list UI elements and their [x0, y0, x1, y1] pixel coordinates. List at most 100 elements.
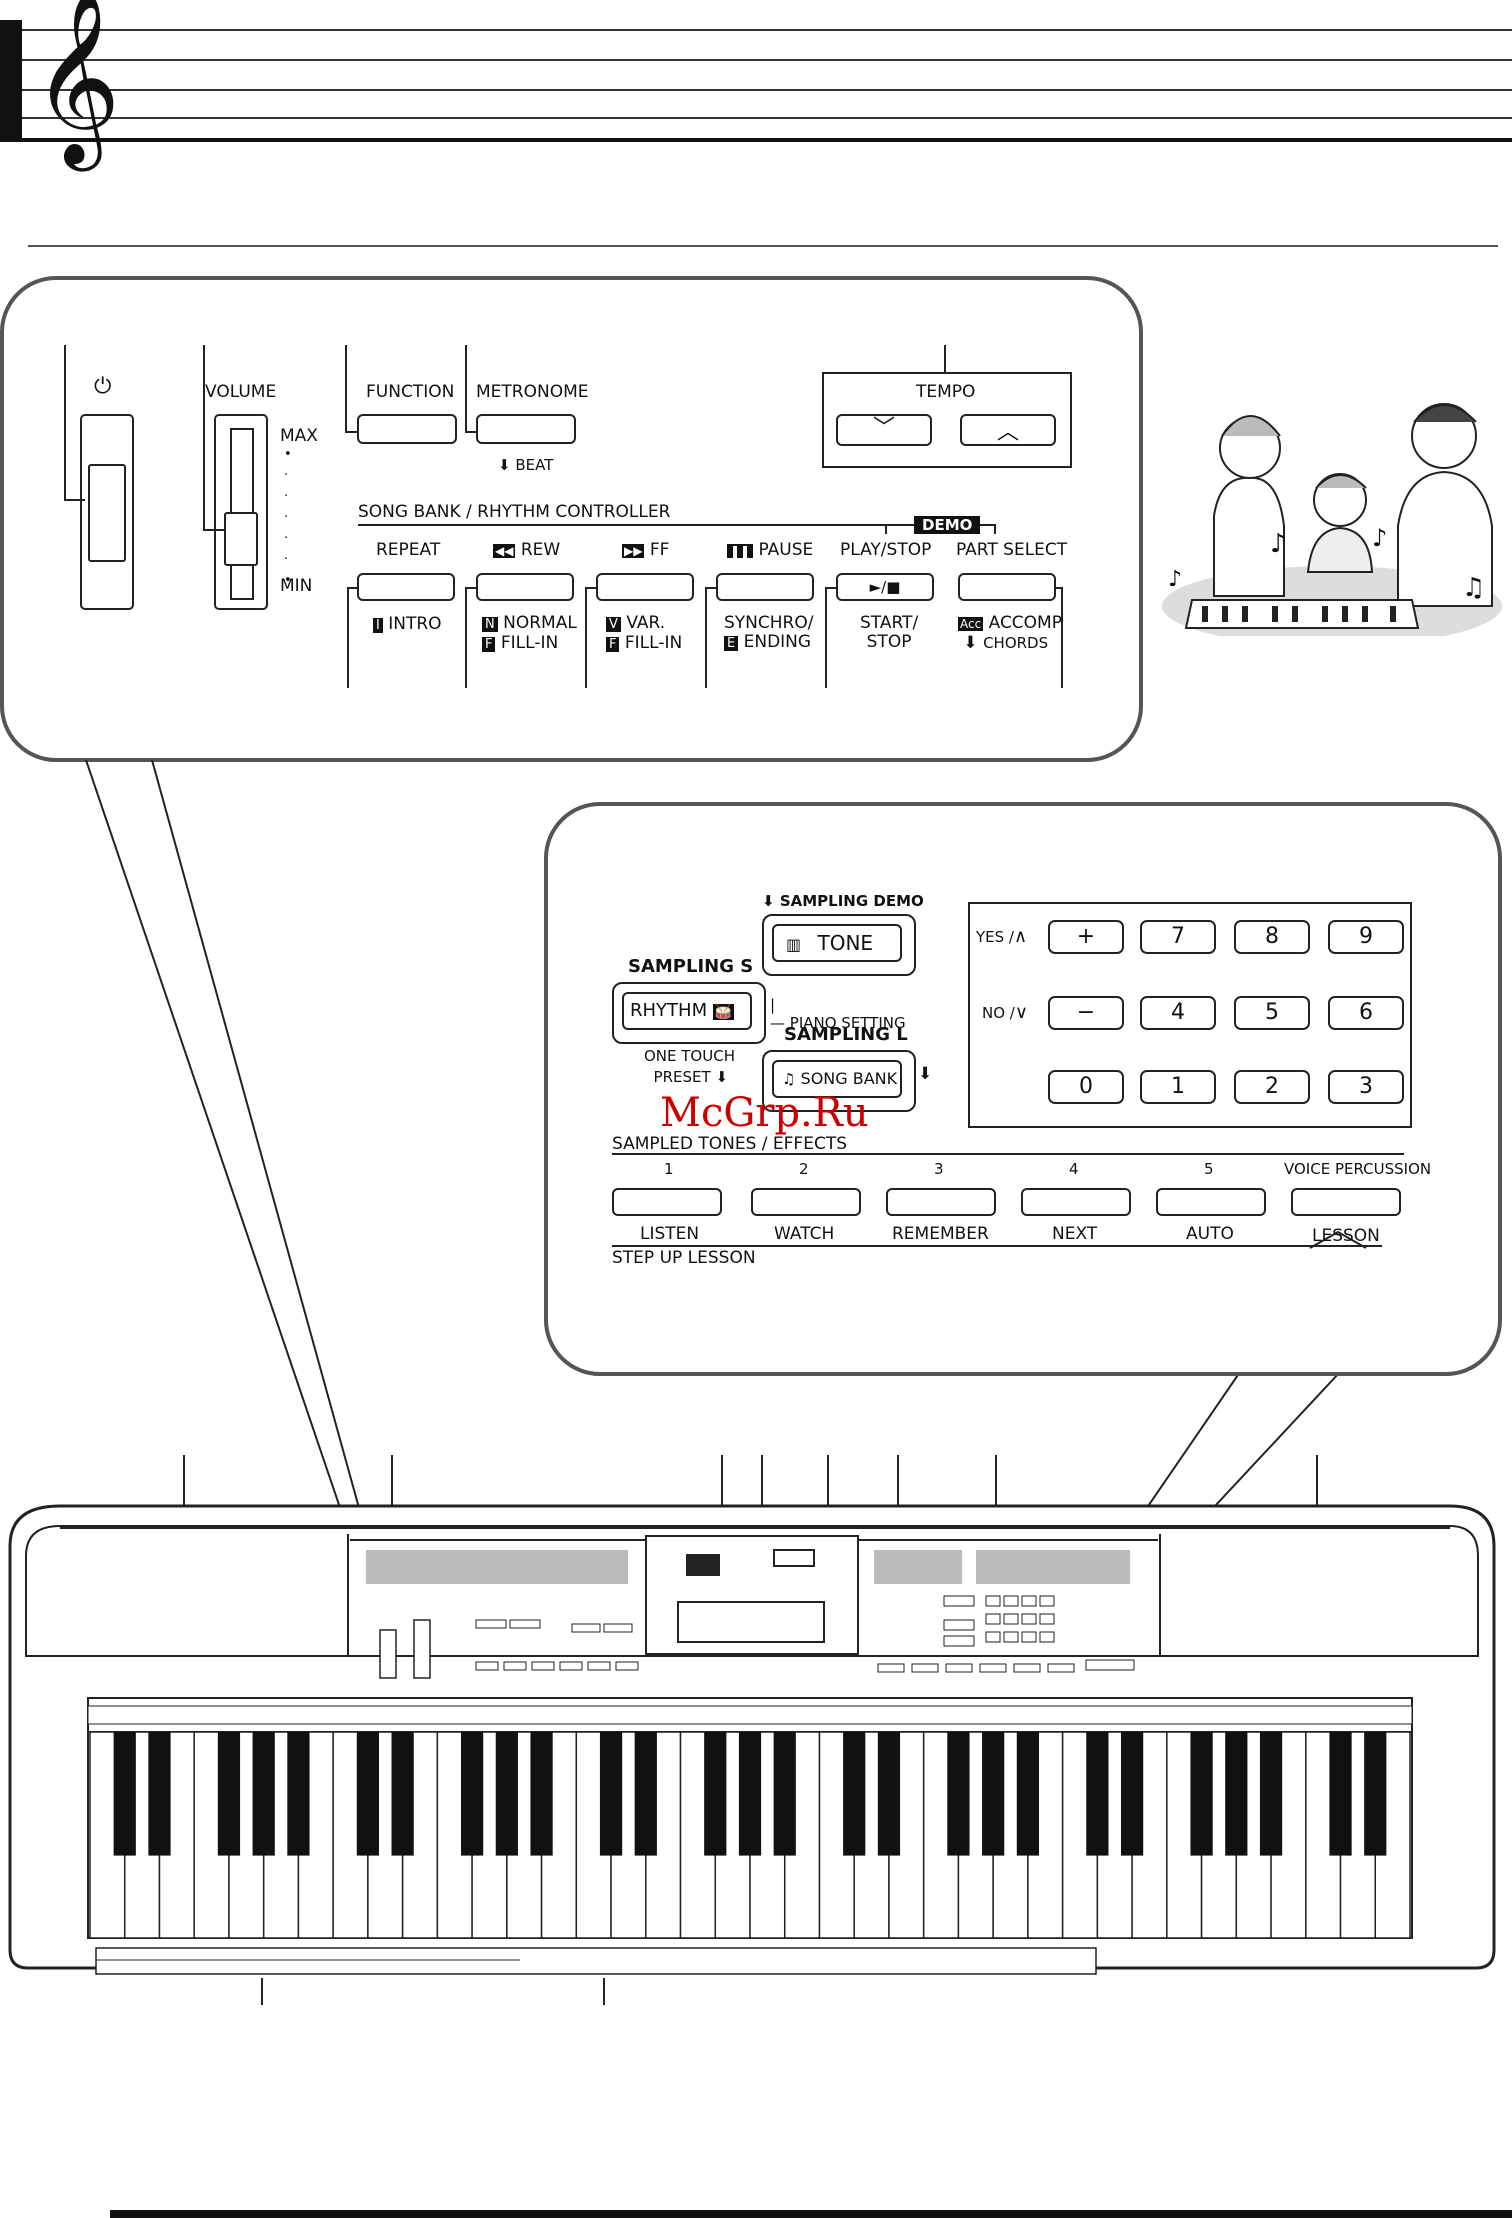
- rewind-icon: ◀◀: [493, 544, 516, 558]
- key-4-button[interactable]: 4: [1140, 996, 1216, 1030]
- controller-title: SONG BANK / RHYTHM CONTROLLER: [358, 502, 671, 522]
- key-plus-button[interactable]: +: [1048, 920, 1124, 954]
- black-keys[interactable]: [113, 1732, 1387, 1856]
- sampled-tones-title: SAMPLED TONES / EFFECTS: [612, 1134, 847, 1154]
- page-bottom-rule: [110, 2210, 1512, 2218]
- metronome-label: METRONOME: [476, 382, 589, 402]
- accomp-icon: Acc: [958, 617, 984, 631]
- black-key[interactable]: [599, 1732, 623, 1856]
- metronome-button[interactable]: [476, 414, 576, 444]
- music-note-icon: ♫: [1462, 573, 1485, 603]
- music-note-icon: ♪: [1270, 529, 1287, 559]
- function-button[interactable]: [357, 414, 457, 444]
- black-key[interactable]: [773, 1732, 796, 1856]
- black-key[interactable]: [1086, 1732, 1109, 1856]
- black-key[interactable]: [843, 1732, 866, 1856]
- black-key[interactable]: [148, 1732, 171, 1856]
- fill-icon: F: [606, 637, 620, 652]
- black-key[interactable]: [704, 1732, 727, 1856]
- one-touch-preset-label: ONE TOUCH PRESET ⬇: [644, 1047, 735, 1086]
- next-button[interactable]: [1021, 1188, 1131, 1216]
- black-key[interactable]: [1016, 1732, 1040, 1856]
- black-key[interactable]: [530, 1732, 553, 1856]
- black-key[interactable]: [252, 1732, 275, 1856]
- number-pad-box: [968, 902, 1412, 1128]
- step-1-number: 1: [664, 1160, 674, 1178]
- song-bank-download-icon: ⬇: [918, 1064, 933, 1084]
- black-key[interactable]: [1225, 1732, 1248, 1856]
- black-key[interactable]: [287, 1732, 310, 1856]
- repeat-button[interactable]: [357, 573, 455, 601]
- song-bank-icon: ♫: [782, 1070, 796, 1088]
- step-4-number: 4: [1069, 1160, 1079, 1178]
- key-7-button[interactable]: 7: [1140, 920, 1216, 954]
- start-stop-label: START/STOP: [860, 613, 919, 652]
- black-key[interactable]: [634, 1732, 657, 1856]
- tempo-label: TEMPO: [916, 382, 976, 402]
- tempo-box: [822, 372, 1072, 468]
- part-select-label: PART SELECT: [956, 540, 1068, 560]
- drum-icon: 🥁: [712, 1004, 735, 1020]
- black-key[interactable]: [1259, 1732, 1283, 1856]
- volume-slider[interactable]: [214, 414, 268, 610]
- key-minus-button[interactable]: −: [1048, 996, 1124, 1030]
- volume-min-label: MIN: [280, 576, 313, 596]
- step-3-number: 3: [934, 1160, 944, 1178]
- rew-button[interactable]: [476, 573, 574, 601]
- fast-forward-icon: ▶▶: [622, 544, 645, 558]
- volume-scale: •·····•: [284, 447, 292, 588]
- music-note-icon: ♪: [1168, 567, 1182, 592]
- key-0-button[interactable]: 0: [1048, 1070, 1124, 1104]
- black-key[interactable]: [1190, 1732, 1213, 1856]
- volume-label: VOLUME: [205, 382, 277, 402]
- beat-label: ⬇ BEAT: [498, 456, 554, 474]
- black-key[interactable]: [982, 1732, 1005, 1856]
- black-key[interactable]: [877, 1732, 901, 1856]
- black-key[interactable]: [391, 1732, 414, 1856]
- lesson-button[interactable]: [1291, 1188, 1401, 1216]
- pause-button[interactable]: [716, 573, 814, 601]
- black-key[interactable]: [113, 1732, 136, 1856]
- remember-button[interactable]: [886, 1188, 996, 1216]
- black-key[interactable]: [460, 1732, 484, 1856]
- key-1-button[interactable]: 1: [1140, 1070, 1216, 1104]
- key-9-button[interactable]: 9: [1328, 920, 1404, 954]
- play-stop-button[interactable]: ►/■: [836, 573, 934, 601]
- black-key[interactable]: [495, 1732, 518, 1856]
- key-5-button[interactable]: 5: [1234, 996, 1310, 1030]
- part-select-button[interactable]: [958, 573, 1056, 601]
- tempo-up-button[interactable]: ︿: [960, 414, 1056, 446]
- key-6-button[interactable]: 6: [1328, 996, 1404, 1030]
- black-key[interactable]: [1364, 1732, 1387, 1856]
- watermark: McGrp.Ru: [660, 1090, 869, 1136]
- intro-icon: I: [373, 618, 383, 633]
- sampling-s-label: SAMPLING S: [628, 956, 754, 977]
- synchro-ending-label: SYNCHRO/ E ENDING: [724, 613, 814, 652]
- black-key[interactable]: [356, 1732, 380, 1856]
- black-key[interactable]: [1120, 1732, 1144, 1856]
- accomp-chords-label: Acc ACCOMP ⬇ CHORDS: [958, 613, 1062, 653]
- chevron-up-icon: ︿: [996, 420, 1019, 445]
- tone-button[interactable]: ▥ TONE: [772, 924, 902, 962]
- song-bank-button[interactable]: ♫ SONG BANK: [772, 1060, 902, 1098]
- key-8-button[interactable]: 8: [1234, 920, 1310, 954]
- key-3-button[interactable]: 3: [1328, 1070, 1404, 1104]
- black-key[interactable]: [738, 1732, 762, 1856]
- listen-button[interactable]: [612, 1188, 722, 1216]
- normal-fill-in-label: N NORMAL F FILL-IN: [482, 614, 577, 654]
- ending-icon: E: [724, 636, 739, 651]
- rew-label: ◀◀ REW: [493, 540, 561, 560]
- black-key[interactable]: [1329, 1732, 1352, 1856]
- key-2-button[interactable]: 2: [1234, 1070, 1310, 1104]
- piano-setting-label: | — PIANO SETTING: [770, 996, 906, 1032]
- black-key[interactable]: [217, 1732, 241, 1856]
- black-key[interactable]: [947, 1732, 970, 1856]
- watch-button[interactable]: [751, 1188, 861, 1216]
- rhythm-button[interactable]: RHYTHM 🥁: [622, 992, 752, 1030]
- tempo-down-button[interactable]: ﹀: [836, 414, 932, 446]
- auto-button[interactable]: [1156, 1188, 1266, 1216]
- ff-button[interactable]: [596, 573, 694, 601]
- play-stop-label: PLAY/STOP: [840, 540, 932, 560]
- rhythm-button-frame: [612, 982, 766, 1044]
- power-switch[interactable]: [80, 414, 134, 610]
